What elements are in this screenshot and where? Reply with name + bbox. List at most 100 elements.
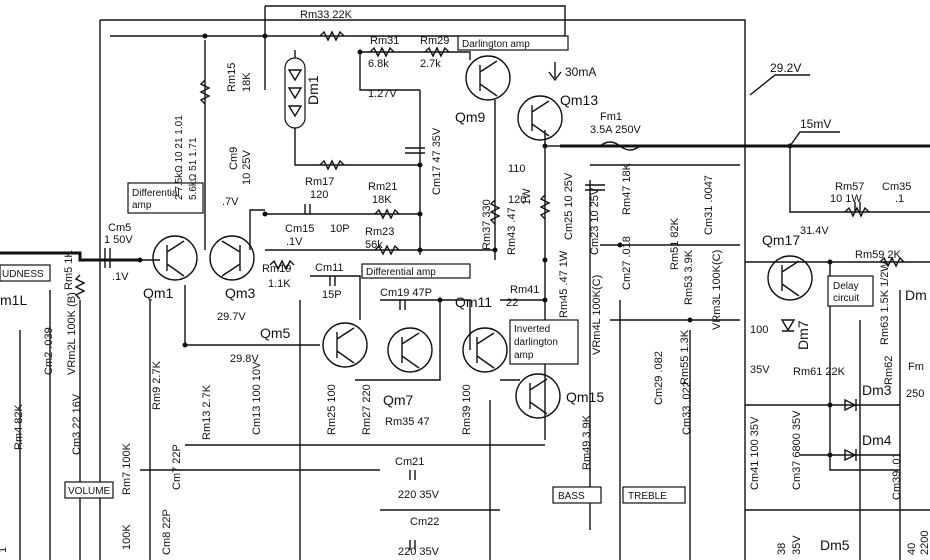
label-rm27: Rm27 220 (361, 384, 373, 435)
label-rm53: Rm53 3.9K (683, 249, 695, 305)
box-bass (552, 486, 602, 504)
label-rm19v: 1.1K (268, 278, 291, 290)
label-cm11: Cm11 (315, 262, 344, 274)
label-cm21v: 220 35V (398, 489, 440, 501)
label-vrm4l: VRm4L 100K(C) (591, 275, 603, 355)
label-qm5: Qm5 (260, 325, 291, 341)
label-cm37: Cm37 6800 35V (791, 410, 803, 490)
pointer-29v (749, 74, 810, 96)
label-rm63: Rm63 1.5K 1/2W (879, 261, 891, 345)
resistor-symbols (74, 30, 905, 300)
label-m1l: m1L (0, 292, 27, 308)
label-fm-right: Fm (908, 361, 924, 373)
label-cm2: Cm2 .039 (43, 327, 55, 375)
label-cm29: Cm29 .082 (653, 351, 665, 405)
transistor-qm7 (387, 327, 433, 373)
label-fm1v: 3.5A 250V (590, 124, 641, 136)
label-dm-right: Dm (905, 287, 927, 303)
label-rm41: Rm41 (510, 284, 539, 296)
wire-qm17-col (829, 262, 900, 471)
transistor-qm17 (767, 255, 813, 301)
label-110: 110 (508, 163, 526, 175)
current-arrow (548, 62, 562, 82)
wire-left-inner (19, 290, 861, 560)
label-rm7: Rm7 100K (121, 442, 133, 495)
capacitor-symbols (104, 147, 861, 550)
label-01v-b: .1V (286, 236, 303, 248)
label-cm19: Cm19 47P (380, 287, 432, 299)
label-rm57v: 10 1W (830, 193, 862, 205)
diode-dm7 (780, 319, 796, 332)
label-cm35v: .1 (895, 193, 904, 205)
label-qm7: Qm7 (383, 392, 414, 408)
label-diff-amp2: Differential amp (366, 267, 436, 278)
label-15mv: 15mV (800, 117, 831, 131)
label-dm3: Dm3 (862, 382, 892, 398)
label-cm22v: 220 35V (398, 546, 440, 558)
label-dm4: Dm4 (862, 432, 892, 448)
label-rm4: Rm4 82K (13, 403, 25, 450)
label-30ma: 30mA (565, 65, 596, 79)
label-rm57: Rm57 (835, 181, 864, 193)
label-inv-darl1: Inverted (514, 324, 550, 335)
label-delay2: circuit (833, 293, 859, 304)
label-rm61: Rm61 22K (793, 366, 846, 378)
transistor-qm15 (515, 373, 561, 419)
label-2200: 2200 (919, 531, 930, 555)
label-cm7: Cm7 22P (171, 444, 183, 490)
wire-rm57 (789, 146, 930, 213)
transistor-qm11 (462, 327, 508, 373)
pointer-15mv (789, 131, 840, 147)
transistor-qm5 (322, 322, 368, 368)
label-cm15: Cm15 (285, 223, 314, 235)
label-rm47: Rm47 18K (621, 162, 633, 215)
label-dm1: Dm1 (305, 75, 321, 105)
label-qm1: Qm1 (143, 285, 174, 301)
label-rm49: Rm49 3.9K (581, 414, 593, 470)
label-qm15: Qm15 (566, 389, 604, 405)
label-inv-darl3: amp (514, 350, 534, 361)
label-cm3: Cm3 22 16V (71, 393, 83, 455)
label-fm1: Fm1 (600, 111, 622, 123)
label-cm5: Cm5 (108, 222, 131, 234)
label-38: 38 (776, 543, 788, 555)
label-127v: 1.27V (368, 88, 397, 100)
wire-top-rail (100, 19, 746, 560)
transistor-qm1 (152, 235, 198, 281)
wire-darl-collector (359, 52, 420, 91)
label-rm5: Rm5 1K (63, 250, 75, 290)
label-cm11v: 15P (322, 289, 342, 301)
label-cm5v: 1 50V (104, 234, 133, 246)
wire-dm1 (294, 50, 420, 166)
fuse-fm1 (599, 141, 641, 151)
box-treble (622, 486, 686, 504)
label-cm9v: 10 25V (241, 149, 253, 185)
label-rm13: Rm13 2.7K (201, 384, 213, 440)
label-cm21: Cm21 (395, 456, 424, 468)
diode-dm3 (844, 398, 857, 412)
box-diff-amp1 (127, 182, 204, 214)
label-cm41: Cm41 100 35V (749, 416, 761, 490)
label-cm39: Cm39 .01 (891, 452, 903, 500)
label-inv-darl2: darlington (514, 337, 558, 348)
label-bass: BASS (558, 491, 585, 502)
label-1-left: 1 (0, 547, 9, 553)
label-cm15v: 10P (330, 223, 350, 235)
label-rm15v: 18K (241, 72, 253, 92)
label-diff-amp1: Differential (132, 188, 180, 199)
label-qm11: Qm11 (455, 294, 492, 310)
label-rm62: Rm62 (883, 356, 895, 385)
component-labels: Rm33 22K Rm31 6.8k Rm29 2.7k Darlington … (0, 9, 930, 558)
box-loudness (0, 264, 51, 282)
label-qm17: Qm17 (762, 232, 800, 248)
wire-qm7-box (355, 299, 441, 381)
label-cm8: Cm8 22P (161, 509, 173, 555)
box-diff-amp2 (361, 263, 471, 279)
wire-cm11 (310, 275, 361, 320)
label-treble: TREBLE (628, 491, 667, 502)
wire-rm31-rm29 (360, 51, 471, 60)
label-res-table2: 5.6kΩ 51 1.71 (188, 137, 199, 200)
label-cm17: Cm17 47 35V (431, 127, 443, 195)
label-rm29v: 2.7k (420, 58, 441, 70)
label-rm9: Rm9 2.7K (151, 360, 163, 410)
